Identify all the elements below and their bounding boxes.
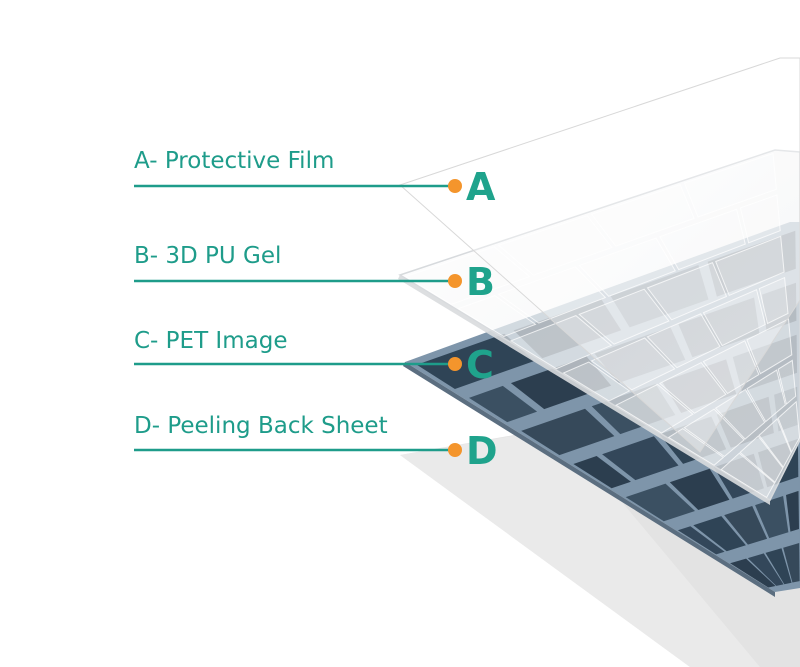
label-peeling-back-sheet: D- Peeling Back Sheet <box>134 413 388 439</box>
tiles-tile <box>783 543 800 583</box>
gel-grid-tile <box>667 427 725 466</box>
pet-image-edge <box>403 362 775 597</box>
gel-grid-tile <box>683 408 745 458</box>
tiles-tile <box>602 436 679 481</box>
gel-grid-tile <box>404 246 531 305</box>
tiles-tile <box>573 456 631 489</box>
tiles-tile <box>677 526 725 555</box>
gel-grid-tile <box>758 418 792 469</box>
gel-grid-tile <box>614 383 694 434</box>
letter-c: C <box>466 343 494 387</box>
gel-grid-tile <box>702 289 766 347</box>
gel-grid-tile <box>683 152 777 218</box>
tiles-tile <box>724 506 768 545</box>
label-protective-film: A- Protective Film <box>134 148 335 174</box>
gel-grid-tile <box>658 361 727 414</box>
marker-dot-d <box>448 443 462 457</box>
tiles-tile <box>786 490 799 532</box>
back-sheet-highlight <box>400 428 760 667</box>
gel-grid-tile <box>646 313 721 369</box>
protective-film-layer <box>399 57 800 453</box>
tiles-tile <box>521 408 615 456</box>
gel-grid-tile <box>578 237 677 297</box>
gel-grid-tile <box>509 315 613 370</box>
gel-grid-tile <box>590 337 676 391</box>
tiles-tile <box>469 385 538 423</box>
gel-grid-tile <box>590 183 695 247</box>
letter-d: D <box>466 429 498 473</box>
tiles-tile <box>755 496 789 539</box>
gel-grid-tile <box>758 276 789 325</box>
gel-grid-tile <box>739 194 781 244</box>
gel-grid-tile <box>497 266 607 324</box>
gel-grid-tile <box>777 359 797 406</box>
label-pet-image: C- PET Image <box>134 328 288 354</box>
tiles-tile <box>765 548 792 585</box>
tiles-tile <box>625 483 695 522</box>
marker-dot-b <box>448 274 462 288</box>
tiles-tile <box>669 468 730 510</box>
gel-grid-tile <box>720 452 776 499</box>
gel-grid-tile <box>714 388 766 440</box>
gel-grid-tile <box>702 340 760 395</box>
pu-gel-grid <box>404 152 800 499</box>
gel-grid-tile <box>562 361 631 402</box>
marker-dot-a <box>448 179 462 193</box>
pu-gel-edge <box>398 275 770 505</box>
label-pu-gel: B- 3D PU Gel <box>134 243 282 269</box>
gel-grid-tile <box>497 215 613 276</box>
tiles-tile <box>747 553 784 586</box>
tiles-tile <box>693 516 746 552</box>
gel-grid-tile <box>457 295 537 338</box>
letter-a: A <box>466 165 496 209</box>
gel-grid-tile <box>715 235 785 297</box>
gel-grid-tile <box>646 262 728 321</box>
gel-grid-tile <box>659 208 746 271</box>
gel-grid-tile <box>739 435 784 484</box>
letter-b: B <box>466 260 495 304</box>
tiles-tile <box>416 333 534 389</box>
tiles-tile <box>730 558 776 588</box>
gel-grid-tile <box>578 288 670 345</box>
marker-dot-c <box>448 357 462 371</box>
gel-grid-tile <box>746 369 786 423</box>
